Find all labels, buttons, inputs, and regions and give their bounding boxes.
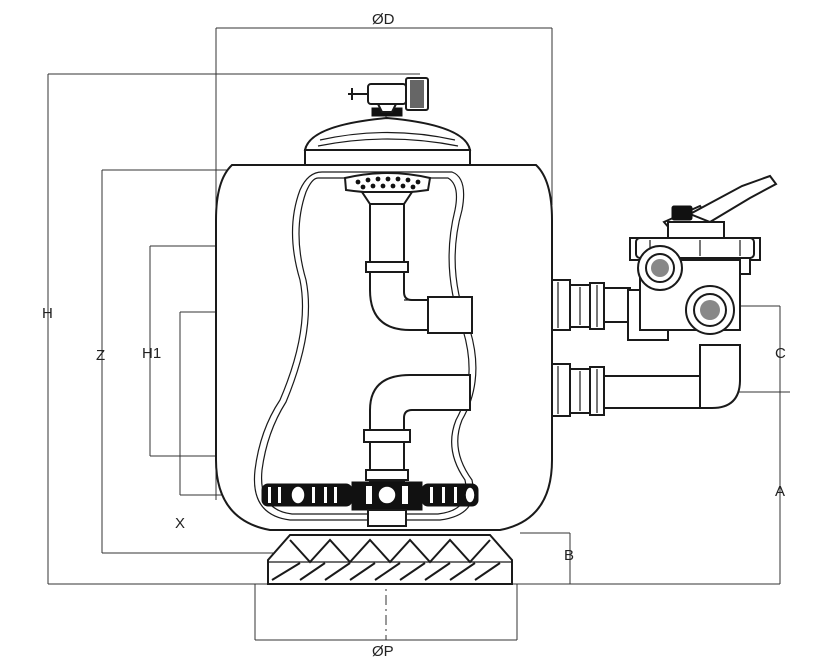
filter-base	[267, 534, 513, 585]
label-height-x: X	[175, 515, 185, 532]
pressure-gauge-icon	[348, 77, 429, 113]
upper-internal-pipe	[365, 203, 473, 334]
filter-tank	[215, 164, 553, 531]
label-height-a: A	[775, 483, 785, 500]
lateral-collector	[261, 481, 479, 527]
lower-internal-pipe	[363, 374, 471, 483]
upper-side-union	[551, 279, 631, 331]
multiport-valve	[627, 174, 778, 409]
label-height-b: B	[564, 547, 574, 564]
label-diameter-p: ØP	[372, 643, 394, 660]
label-height-c: C	[775, 345, 786, 362]
label-height-z: Z	[96, 347, 105, 364]
label-diameter-d: ØD	[372, 11, 395, 28]
filter-lid	[303, 107, 472, 166]
top-diffuser	[343, 172, 432, 205]
label-height-h: H	[42, 305, 53, 322]
lower-side-union	[551, 363, 705, 417]
label-height-h1: H1	[142, 345, 161, 362]
dimension-labels: ØD H Z H1 X C A B ØP	[42, 11, 786, 660]
